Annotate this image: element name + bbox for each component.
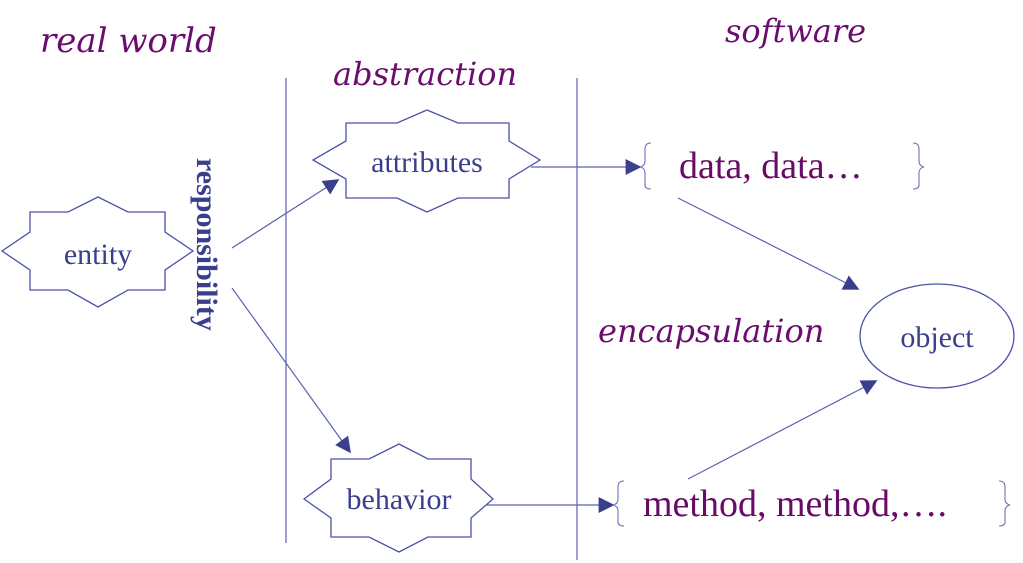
behavior-node: behavior bbox=[302, 443, 494, 553]
attributes-star-shape bbox=[311, 109, 542, 213]
responsibility-label: responsibility bbox=[190, 158, 223, 331]
methods-text: method, method,…. bbox=[643, 483, 947, 525]
object-node: object bbox=[859, 283, 1015, 389]
arrow-data-to-object bbox=[677, 197, 860, 290]
arrow-entity-to-behavior bbox=[231, 287, 351, 454]
object-ellipse-shape bbox=[859, 283, 1015, 389]
heading-real-world: real world bbox=[40, 21, 217, 61]
data-close-brace bbox=[912, 142, 925, 190]
methods-group: method, method,…. bbox=[612, 480, 1011, 527]
heading-abstraction: abstraction bbox=[333, 55, 517, 93]
arrow-entity-to-attributes bbox=[231, 179, 340, 249]
data-open-brace bbox=[639, 142, 652, 190]
object-label: object bbox=[900, 321, 974, 354]
data-text: data, data… bbox=[679, 145, 863, 187]
arrow-methods-to-object bbox=[687, 380, 878, 480]
attributes-label: attributes bbox=[371, 146, 483, 179]
data-group: data, data… bbox=[639, 142, 925, 190]
entity-label: entity bbox=[64, 238, 132, 271]
attributes-node: attributes bbox=[311, 109, 542, 213]
methods-close-brace bbox=[998, 480, 1011, 527]
behavior-label: behavior bbox=[347, 483, 452, 516]
heading-encapsulation: encapsulation bbox=[598, 312, 824, 350]
entity-star-shape bbox=[0, 196, 195, 308]
behavior-star-shape bbox=[302, 443, 494, 553]
entity-node: entity bbox=[0, 196, 195, 308]
methods-open-brace bbox=[612, 480, 625, 527]
heading-software: software bbox=[725, 12, 866, 50]
